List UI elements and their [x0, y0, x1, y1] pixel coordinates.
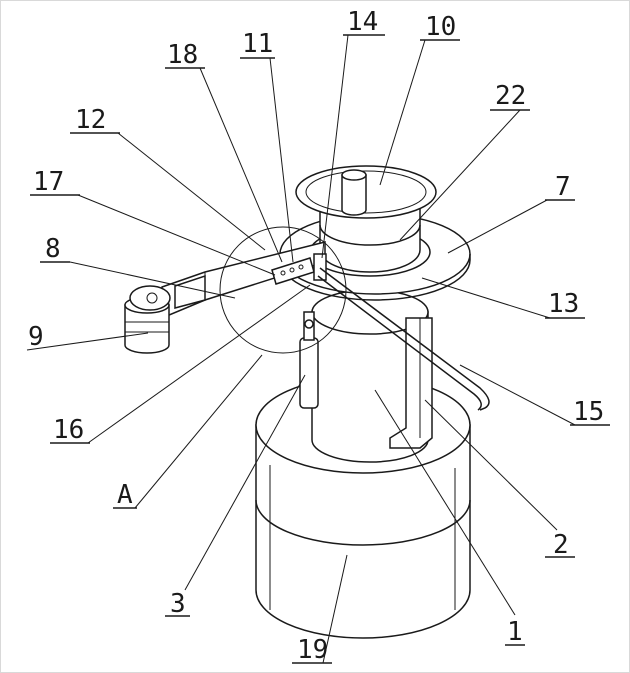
svg-text:3: 3: [170, 589, 186, 619]
callout-8: 8: [40, 234, 70, 264]
svg-text:15: 15: [573, 397, 604, 427]
leader-19: [322, 554, 348, 664]
svg-text:1: 1: [507, 617, 523, 647]
main-column: [311, 289, 429, 463]
callout-7: 7: [545, 172, 575, 202]
callout-19: 19: [292, 635, 332, 665]
callout-a: A: [113, 480, 137, 510]
callout-16: 16: [50, 415, 90, 445]
leader-11: [269, 57, 294, 263]
callout-9: 9: [28, 322, 44, 352]
svg-text:2: 2: [553, 530, 569, 560]
top-bowl: [295, 165, 437, 219]
leader-9: [26, 332, 149, 351]
swing-arm: [161, 241, 326, 320]
svg-text:18: 18: [167, 40, 198, 70]
callout-14: 14: [343, 7, 385, 37]
callout-10: 10: [420, 12, 460, 42]
clamp-block: [271, 253, 327, 285]
leader-lines: [26, 34, 576, 664]
leader-16: [87, 284, 311, 444]
svg-text:14: 14: [347, 7, 378, 37]
svg-text:12: 12: [75, 105, 106, 135]
svg-text:17: 17: [33, 167, 64, 197]
callout-15: 15: [570, 397, 610, 427]
svg-text:8: 8: [45, 234, 61, 264]
actuator-cylinder: [299, 311, 319, 409]
svg-text:10: 10: [425, 12, 456, 42]
svg-text:11: 11: [242, 29, 273, 59]
roller: [124, 285, 171, 354]
leader-8: [69, 261, 236, 299]
leader-17: [77, 194, 276, 276]
callout-22: 22: [490, 81, 530, 111]
leader-7: [447, 199, 548, 254]
svg-text:19: 19: [297, 635, 328, 665]
svg-text:A: A: [117, 480, 133, 510]
device-drawing: [124, 165, 490, 639]
guide-rod: [317, 267, 490, 411]
leader-14: [321, 34, 349, 259]
svg-text:9: 9: [28, 322, 44, 352]
leader-10: [379, 39, 426, 186]
callout-2: 2: [545, 530, 575, 560]
callout-11: 11: [240, 29, 275, 59]
leader-a: [134, 354, 263, 509]
svg-text:16: 16: [53, 415, 84, 445]
callout-labels: 1 2 3 7 8 9 10 11 12: [28, 7, 610, 665]
callout-3: 3: [165, 589, 190, 619]
callout-13: 13: [545, 289, 585, 319]
svg-text:7: 7: [555, 172, 571, 202]
leader-13: [421, 277, 551, 319]
detail-circle-a: [219, 226, 347, 354]
callout-18: 18: [165, 40, 205, 70]
bracket: [389, 317, 433, 449]
leader-2: [424, 399, 558, 531]
leader-3: [184, 374, 306, 591]
callout-12: 12: [70, 105, 120, 135]
callout-1: 1: [505, 617, 525, 647]
svg-text:13: 13: [548, 289, 579, 319]
leader-18: [199, 67, 283, 263]
leader-22: [399, 109, 521, 241]
leader-12: [117, 132, 266, 251]
svg-text:22: 22: [495, 81, 526, 111]
leader-1: [374, 389, 516, 616]
leader-15: [459, 364, 576, 426]
callout-17: 17: [30, 167, 80, 197]
